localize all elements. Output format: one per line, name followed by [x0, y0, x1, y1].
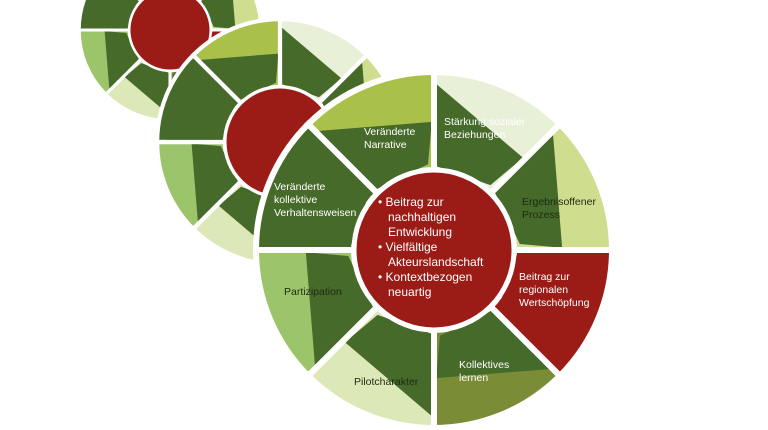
segment-divider — [304, 120, 380, 196]
segment-label-line: Veränderte — [274, 181, 326, 193]
segment-label-line: Beitrag zur — [519, 271, 570, 283]
center-disc — [127, 0, 213, 73]
segment-divider — [488, 120, 564, 196]
segment-divider — [304, 304, 380, 380]
segment-label-line: Pilotcharakter — [354, 376, 419, 388]
segment-label-line: Veränderte — [364, 126, 416, 138]
segment-label-line: Beziehungen — [444, 129, 505, 141]
wheel-front — [252, 68, 616, 430]
segment-inner-triangle — [200, 0, 236, 29]
center-bullet-line: Akteurslandschaft — [388, 255, 484, 269]
segment-label-line: kollektive — [274, 194, 317, 206]
segment-label-line: lernen — [459, 372, 488, 384]
segment-inner-triangle — [165, 80, 236, 141]
segment-label-line: Partizipation — [284, 286, 342, 298]
segment-label-line: Prozess — [522, 209, 560, 221]
segment-divider — [104, 57, 143, 96]
segment-inner-triangle — [281, 27, 342, 98]
segment-inner-triangle — [435, 84, 524, 186]
center-bullet-line: • Beitrag zur — [378, 195, 444, 209]
segment-inner-triangle — [319, 121, 432, 190]
segment-label-line: Stärkung sozialer — [444, 116, 526, 128]
segment-inner-triangle — [436, 310, 549, 379]
segment-inner-triangle — [344, 314, 433, 416]
center-disc — [351, 167, 517, 333]
segment-inner-triangle — [200, 53, 279, 101]
segment-inner-triangle — [85, 0, 137, 30]
segment-label-line: regionalen — [519, 284, 568, 296]
segment-inner-triangle — [268, 160, 370, 249]
segment-label-line: Wertschöpfung — [519, 297, 590, 309]
segment-label-line: Narrative — [364, 139, 407, 151]
segment-inner-triangle — [498, 251, 600, 340]
segment-label: Partizipation — [284, 286, 342, 298]
center-bullet-line: • Kontextbezogen — [378, 270, 472, 284]
segment-label-line: Verhaltensweisen — [274, 207, 356, 219]
segment-inner-triangle — [305, 252, 374, 365]
segment-inner-triangle — [191, 143, 239, 222]
segment-inner-triangle — [124, 63, 170, 115]
segment-divider — [190, 179, 243, 232]
segment-label-line: Kollektives — [459, 359, 509, 371]
center-bullet-line: Entwicklung — [388, 225, 452, 239]
segment-7 — [303, 68, 437, 198]
segment-inner-triangle — [104, 31, 140, 89]
center-bullet-line: • Vielfältige — [378, 240, 438, 254]
segment-divider — [317, 52, 370, 105]
center-bullet-line: nachhaltigen — [388, 210, 456, 224]
segment-divider — [488, 304, 564, 380]
center-bullet-line: neuartig — [388, 285, 431, 299]
segment-label-line: Ergebnisoffener — [522, 196, 596, 208]
segment-divider — [190, 52, 243, 105]
segment-inner-triangle — [494, 135, 563, 248]
segment-label: Pilotcharakter — [354, 376, 419, 388]
